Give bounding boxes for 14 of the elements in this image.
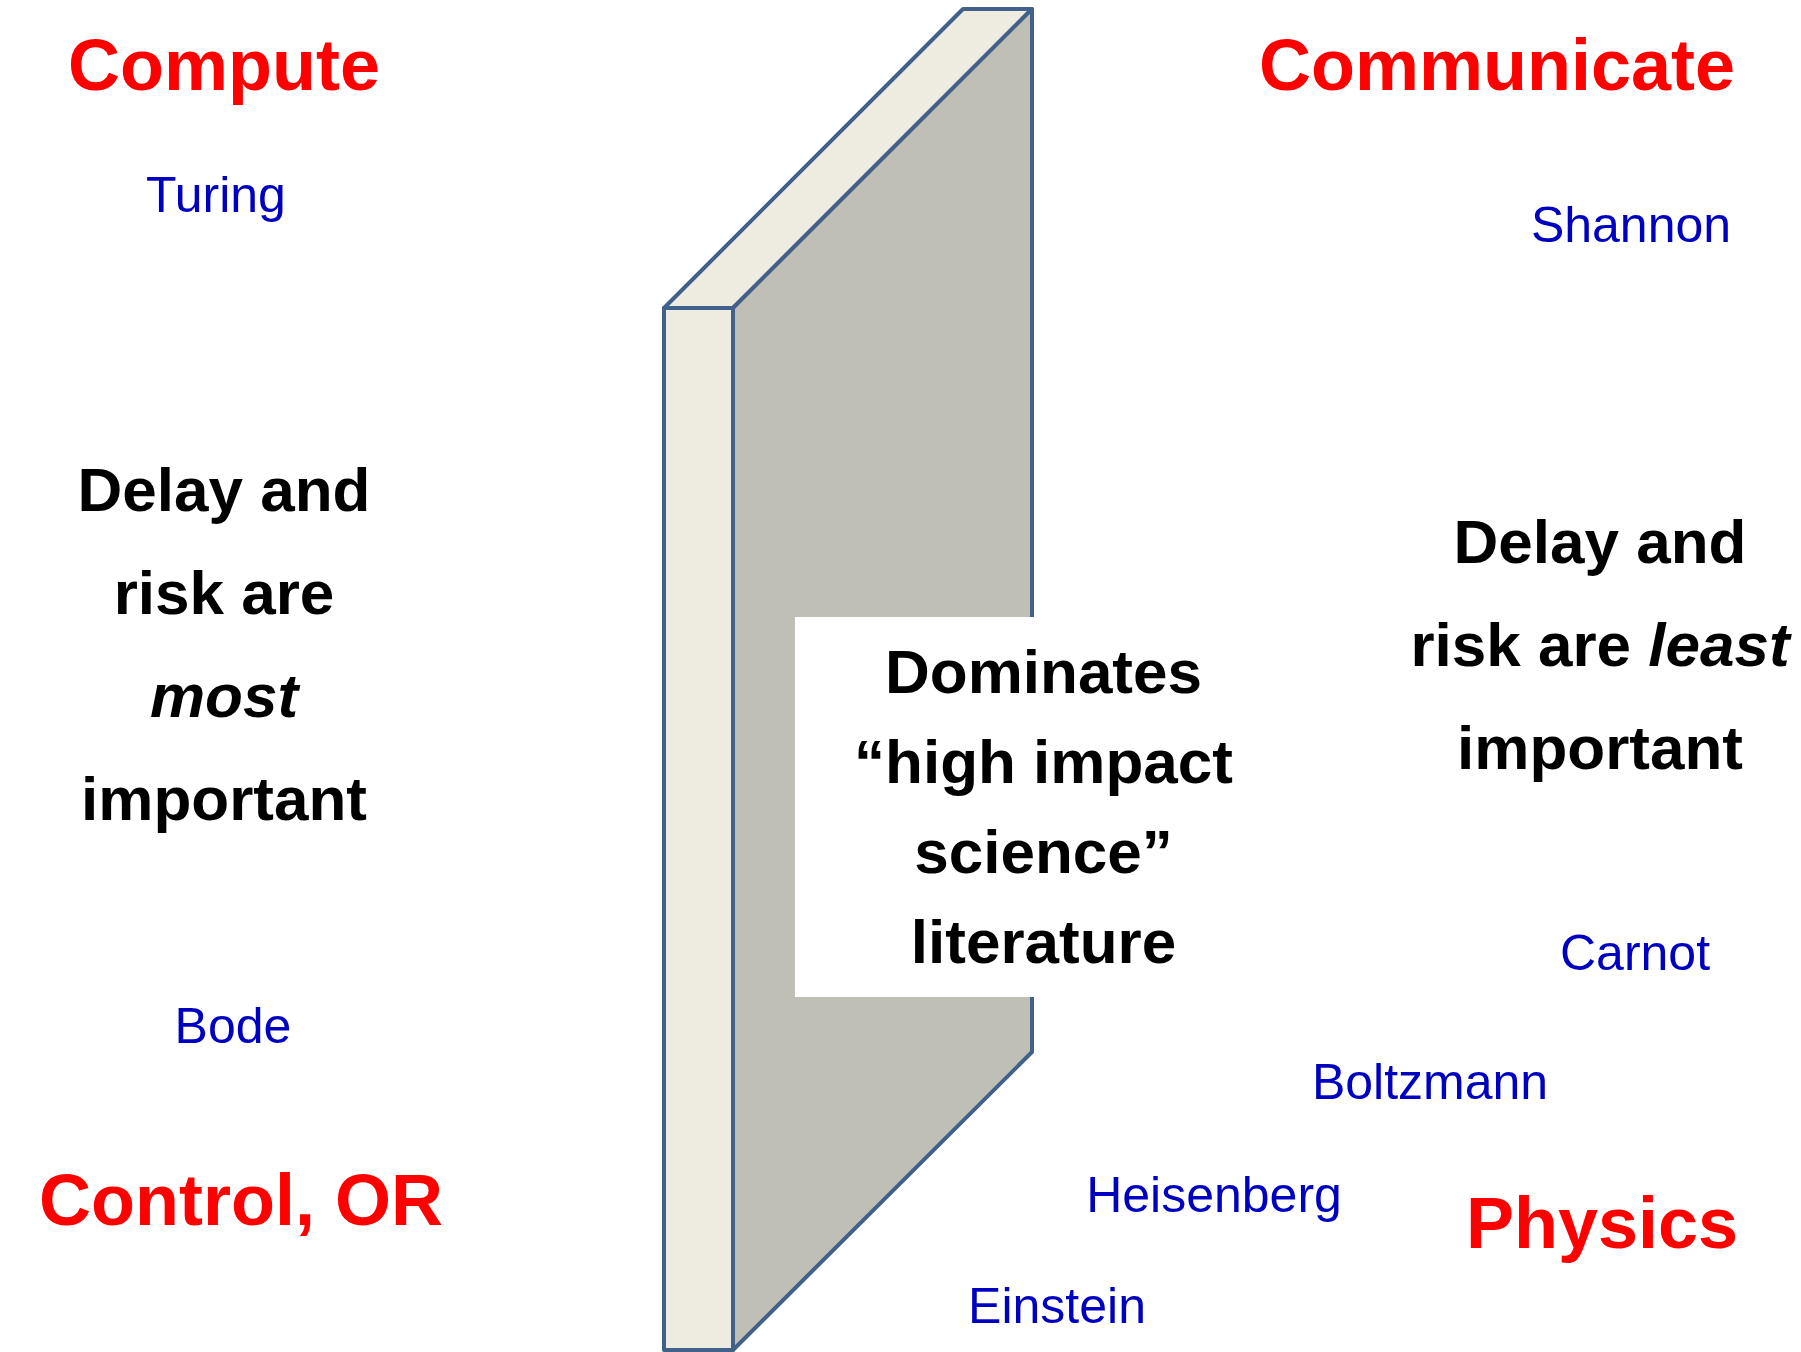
- scientist-name: Shannon: [1530, 196, 1732, 254]
- field-heading: Control, OR: [39, 1159, 443, 1241]
- scientist-name: Turing: [146, 166, 286, 224]
- field-heading: Compute: [68, 24, 380, 106]
- statement-text: Delay and risk are most important: [76, 454, 372, 835]
- field-heading: Physics: [1465, 1182, 1739, 1264]
- scientist-name: Einstein: [968, 1277, 1146, 1335]
- scientist-name: Boltzmann: [1311, 1053, 1549, 1111]
- scientist-name: Heisenberg: [1086, 1166, 1342, 1224]
- scientist-name: Bode: [174, 997, 292, 1055]
- statement-text: Delay and risk are least important: [1410, 505, 1790, 784]
- scientist-name: Carnot: [1559, 924, 1711, 982]
- panel-text: Dominates “high impact science” literature: [853, 636, 1234, 978]
- field-heading: Communicate: [1258, 24, 1736, 106]
